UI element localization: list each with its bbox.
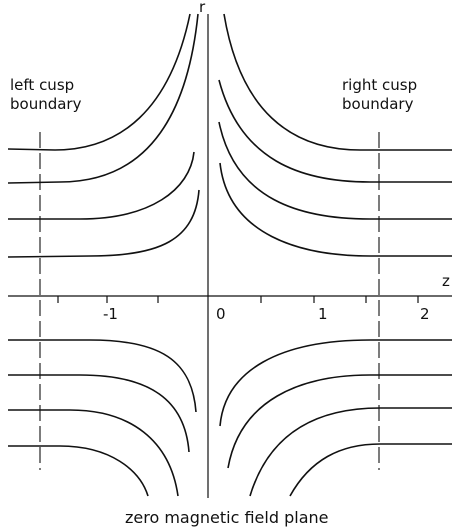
z-axis-label: z (442, 272, 450, 290)
field-lines-upper-left (7, 13, 200, 258)
left-cusp-label-line-2: boundary (10, 95, 82, 113)
field-line (249, 407, 452, 497)
field-line (8, 445, 149, 497)
z-ticks (57, 296, 419, 303)
field-line (7, 13, 199, 184)
field-line (8, 339, 197, 413)
field-line (289, 443, 452, 497)
field-line (227, 374, 452, 469)
field-line (219, 162, 452, 257)
field-line (218, 121, 452, 220)
field-line (8, 409, 179, 497)
left-cusp-label-line-1: left cusp (10, 76, 75, 94)
right-cusp-label-line-2: boundary (342, 95, 414, 113)
tick-label-0: 0 (216, 305, 226, 323)
r-axis-label: r (199, 0, 206, 16)
field-line (7, 13, 191, 151)
field-lines-lower-left (8, 339, 197, 497)
tick-label-1: 1 (318, 305, 328, 323)
field-line (7, 189, 200, 258)
zero-field-plane-label: zero magnetic field plane (125, 508, 329, 527)
field-line (8, 374, 190, 453)
left-cusp-label: left cusp boundary (10, 76, 81, 114)
field-line (223, 13, 452, 151)
tick-label-2: 2 (420, 305, 430, 323)
right-cusp-label-line-1: right cusp (342, 76, 418, 94)
field-line (8, 151, 195, 220)
tick-label-neg1: -1 (103, 305, 118, 323)
field-line (218, 79, 452, 183)
field-lines-upper-right (218, 13, 452, 257)
field-lines-lower-right (219, 339, 452, 497)
field-line (219, 339, 452, 427)
right-cusp-label: right cusp boundary (342, 76, 417, 114)
